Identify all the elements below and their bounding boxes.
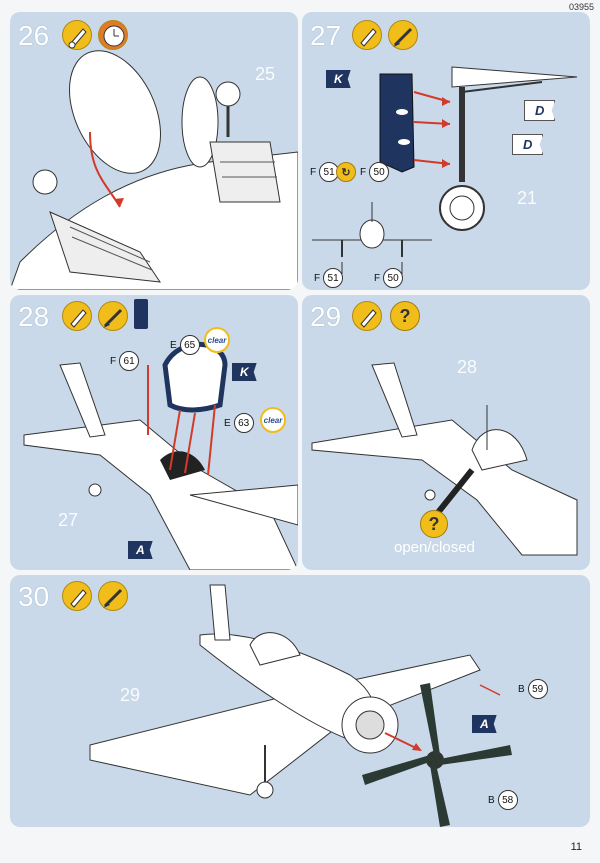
step-27-panel: 27 K D D 21 F 51 ↻ F 50 F 51 F 50 bbox=[302, 12, 590, 290]
part-number-circle: 51 bbox=[323, 268, 344, 288]
part-number-circle: 65 bbox=[179, 335, 200, 355]
step-26-panel: 26 23 25 bbox=[10, 12, 298, 290]
clock-icon bbox=[98, 20, 128, 50]
part-f50-label: F 50 bbox=[360, 162, 390, 182]
part-25-callout: 25 bbox=[255, 64, 276, 84]
part-f51-label: F 51 bbox=[310, 162, 340, 182]
step-number: 27 bbox=[310, 20, 342, 51]
step-number: 28 bbox=[18, 301, 50, 332]
open-closed-caption: open/closed bbox=[394, 539, 475, 556]
color-tag-d-upper: D bbox=[524, 100, 556, 121]
part-number-circle: 63 bbox=[233, 413, 254, 433]
catalog-code: 03955 bbox=[568, 2, 594, 12]
part-number-circle: 58 bbox=[497, 790, 518, 810]
glue-icon bbox=[352, 20, 382, 50]
question-icon: ? bbox=[390, 301, 420, 331]
clear-paint-icon: clear bbox=[260, 407, 286, 433]
glue-icon bbox=[62, 581, 92, 611]
part-f51-bottom: F 51 bbox=[314, 268, 344, 288]
part-f50-bottom: F 50 bbox=[374, 268, 404, 288]
part-28-callout: 28 bbox=[457, 357, 478, 377]
step-26-drawing bbox=[10, 50, 298, 290]
step-number: 29 bbox=[310, 301, 342, 332]
part-number-circle: 50 bbox=[369, 162, 390, 182]
part-f61-label: F 61 bbox=[110, 351, 140, 371]
rotate-icon: ↻ bbox=[336, 162, 356, 182]
paint-bottle-icon bbox=[134, 299, 148, 329]
step-30-drawing bbox=[89, 584, 512, 827]
clear-paint-icon: clear bbox=[204, 327, 230, 353]
step-number: 30 bbox=[18, 581, 50, 612]
glue-icon bbox=[62, 20, 92, 50]
color-tag-k: K bbox=[232, 363, 257, 381]
part-29-callout: 29 bbox=[120, 685, 141, 705]
step-27-drawing bbox=[312, 66, 578, 274]
glue-icon bbox=[352, 301, 382, 331]
part-b59-label: B 59 bbox=[518, 679, 548, 699]
color-tag-a: A bbox=[128, 541, 153, 559]
page-number: 11 bbox=[570, 841, 582, 853]
part-number-circle: 50 bbox=[383, 268, 404, 288]
glue-icon bbox=[62, 301, 92, 331]
step-28-panel: 28 F 61 E 65 clear K E 63 clear 27 A bbox=[10, 295, 298, 570]
part-27-callout: 27 bbox=[58, 510, 79, 530]
part-b58-label: B 58 bbox=[488, 790, 518, 810]
part-21-callout: 21 bbox=[517, 188, 538, 208]
part-number-circle: 59 bbox=[527, 679, 548, 699]
step-number: 26 bbox=[18, 20, 50, 51]
brush-icon bbox=[388, 20, 418, 50]
color-tag-d-lower: D bbox=[512, 134, 544, 155]
part-number-circle: 61 bbox=[119, 351, 140, 371]
part-e63-label: E 63 bbox=[224, 413, 254, 433]
step-29-drawing bbox=[311, 362, 578, 556]
part-e65-label: E 65 bbox=[170, 335, 200, 355]
step-29-panel: 29 ? 28 ? open/closed bbox=[302, 295, 590, 570]
brush-icon bbox=[98, 581, 128, 611]
brush-icon bbox=[98, 301, 128, 331]
step-30-panel: 30 29 A B 59 B 58 bbox=[10, 575, 590, 827]
part-23-callout: 23 bbox=[102, 62, 123, 82]
question-icon: ? bbox=[420, 510, 448, 538]
step-28-drawing bbox=[23, 341, 298, 570]
color-tag-k: K bbox=[326, 70, 351, 88]
color-tag-a: A bbox=[472, 715, 497, 733]
